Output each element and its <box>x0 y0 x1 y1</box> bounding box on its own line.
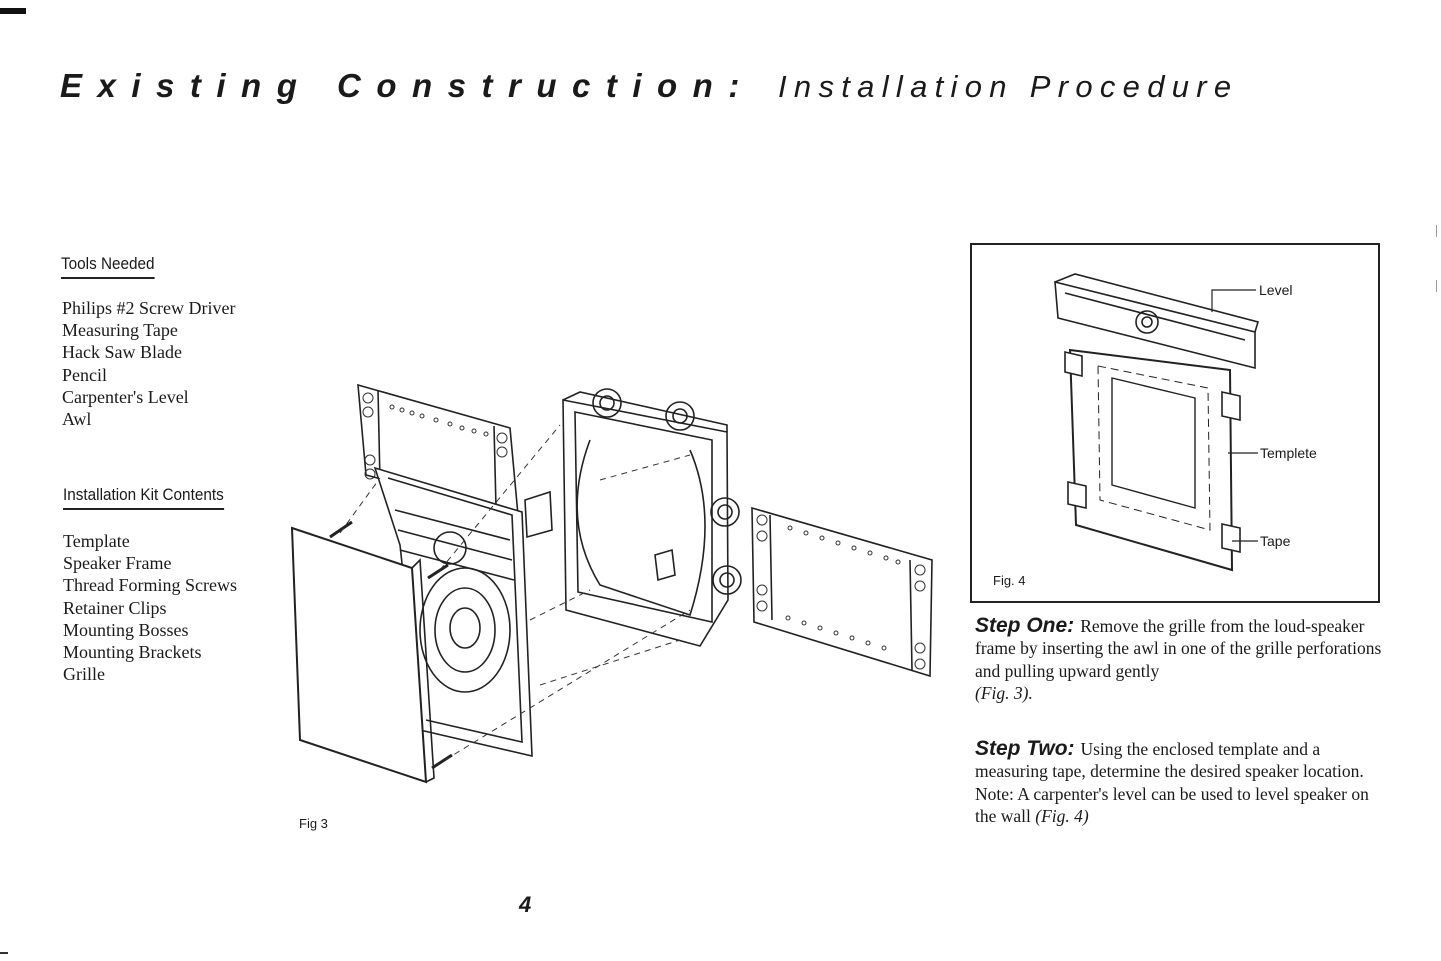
list-item: Thread Forming Screws <box>63 575 237 596</box>
step-text: Using the enclosed template and a measur… <box>975 739 1369 827</box>
callout-level: Level <box>1259 282 1293 298</box>
fig4-frame <box>970 243 1380 603</box>
figure-reference: (Fig. 3). <box>975 683 1033 704</box>
list-item: Measuring Tape <box>62 320 178 341</box>
page-number: 4 <box>519 892 532 917</box>
list-item: Carpenter's Level <box>62 386 189 407</box>
scan-edge-tick <box>0 952 8 954</box>
fig3-label: Fig 3 <box>299 816 328 831</box>
scan-edge-tick <box>1436 225 1437 237</box>
callout-template: Templete <box>1260 445 1317 461</box>
kit-heading: Installation Kit Contents <box>63 485 224 510</box>
list-item: Pencil <box>62 364 107 385</box>
list-item: Philips #2 Screw Driver <box>62 298 236 318</box>
list-item: Speaker Frame <box>63 553 172 574</box>
list-item: Mounting Bosses <box>63 619 189 640</box>
list-item: Grille <box>63 664 105 685</box>
tools-list: Philips #2 Screw Driver Measuring Tape H… <box>62 297 235 430</box>
list-item: Hack Saw Blade <box>62 342 182 363</box>
step-two: Step Two:Using the enclosed template and… <box>975 737 1385 828</box>
step-one: Step One:Remove the grille from the loud… <box>975 614 1385 705</box>
kit-list: Template Speaker Frame Thread Forming Sc… <box>63 530 237 685</box>
figure-reference: (Fig. 4) <box>1035 806 1089 827</box>
step-text: Remove the grille from the loud-speaker … <box>975 616 1382 681</box>
fig4-illustration <box>1054 273 1260 572</box>
list-item: Awl <box>62 409 92 430</box>
list-item: Retainer Clips <box>63 597 167 618</box>
scan-edge-tick <box>1436 280 1437 292</box>
title-main: Existing Construction: <box>60 67 755 104</box>
scan-edge-mark <box>0 8 26 14</box>
list-item: Mounting Brackets <box>63 642 202 663</box>
step-heading: Step Two: <box>975 737 1075 760</box>
page-title: Existing Construction: Installation Proc… <box>60 64 1238 109</box>
title-sub: Installation Procedure <box>778 69 1239 104</box>
list-item: Template <box>63 531 130 551</box>
tools-heading: Tools Needed <box>61 254 155 279</box>
step-heading: Step One: <box>975 614 1075 637</box>
fig4-label: Fig. 4 <box>993 573 1026 588</box>
callout-tape: Tape <box>1260 533 1291 549</box>
